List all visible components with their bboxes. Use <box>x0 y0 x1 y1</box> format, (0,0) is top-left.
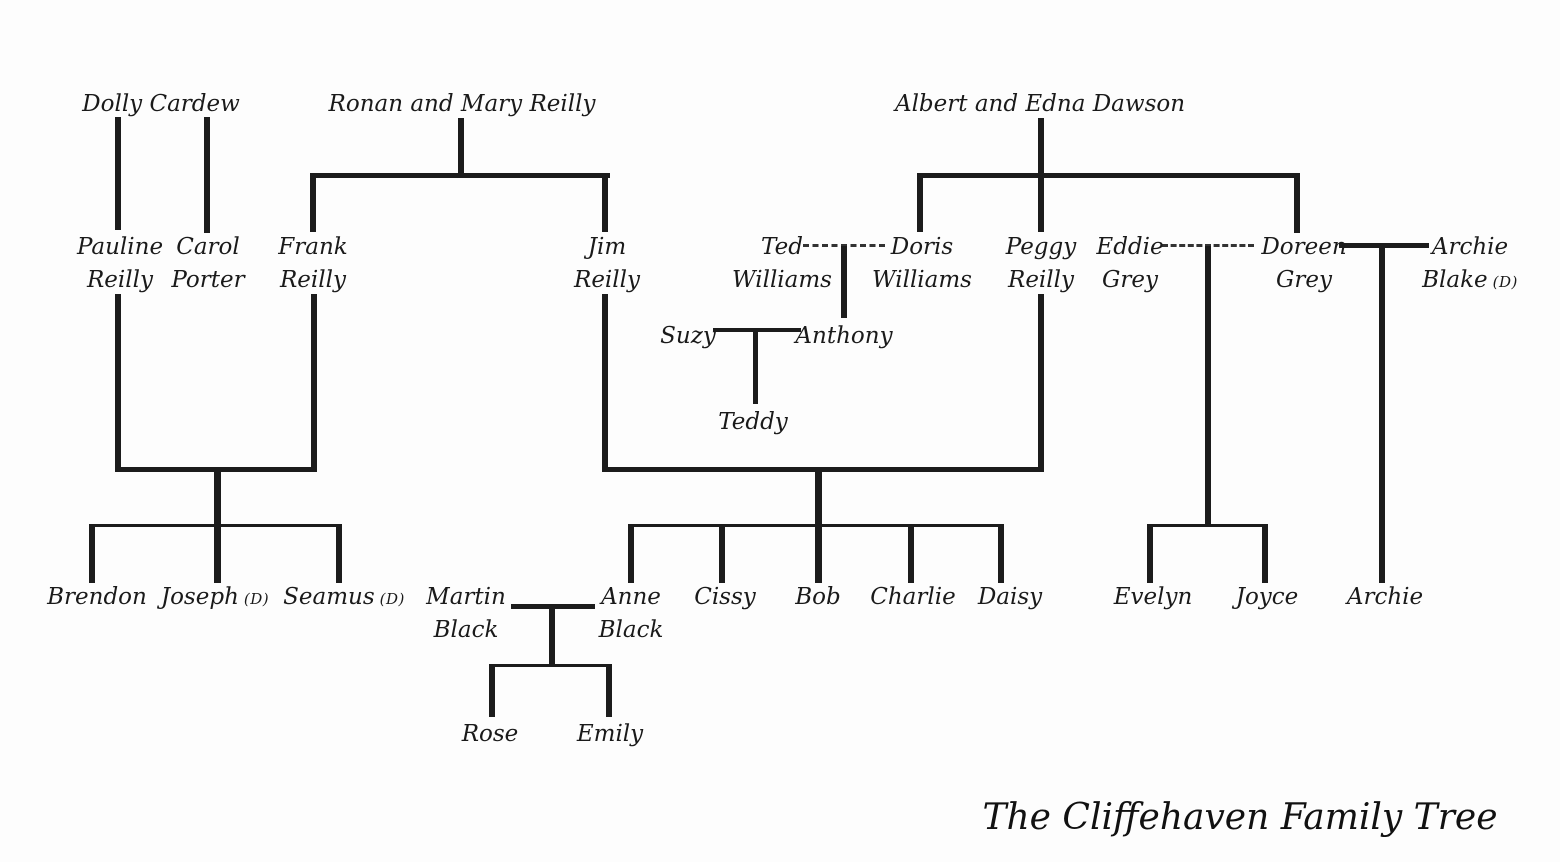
edge-ronanmary-stem <box>458 118 464 178</box>
person-teddy-label: Teddy <box>718 409 788 435</box>
person-anthony-label: Anthony <box>795 323 893 349</box>
person-charlie-label: Charlie <box>870 584 956 610</box>
edge-ronanmary-bar <box>310 173 610 178</box>
person-bob-label: Bob <box>795 584 841 610</box>
edge-bar-to-brendon <box>89 524 95 583</box>
person-doreen-grey-label: Doreen Grey <box>1261 234 1347 293</box>
person-brendon-label: Brendon <box>47 584 147 610</box>
person-anne-black-label: Anne Black <box>598 584 664 643</box>
edge-bar-to-frank <box>310 173 316 232</box>
person-eddie-grey-label: Eddie Grey <box>1096 234 1164 293</box>
deceased-marker: (D) <box>1492 273 1518 291</box>
edge-doreenarchieblake-to-archie <box>1379 243 1385 583</box>
edge-bar-to-joseph <box>214 524 221 583</box>
edge-rose-emily-bar <box>489 664 612 667</box>
person-doris-williams-label: Doris Williams <box>872 234 972 293</box>
edge-paulinefrank-drop <box>214 467 221 527</box>
edge-suzyanthony-to-teddy <box>753 328 758 404</box>
person-dolly-cardew-label: Dolly Cardew <box>82 91 240 117</box>
edge-bar-to-jim <box>602 173 608 232</box>
person-martin-black-label: Martin Black <box>426 584 506 643</box>
edge-bar-to-emily <box>606 664 612 717</box>
deceased-marker: (D) <box>379 590 405 608</box>
person-joyce-label: Joyce <box>1235 584 1299 610</box>
person-rose-label: Rose <box>461 721 519 747</box>
edge-pauline-stem <box>115 294 121 471</box>
person-suzy-label: Suzy <box>660 323 716 349</box>
edge-peggy-stem <box>1038 294 1044 471</box>
person-ted-williams-label: Ted Williams <box>732 234 832 293</box>
person-peggy-reilly-label: Peggy Reilly <box>1005 234 1077 293</box>
edge-dolly-to-pauline <box>115 117 121 230</box>
person-albert-edna-dawson-label: Albert and Edna Dawson <box>894 91 1186 117</box>
edge-bar-to-cissy <box>719 524 725 583</box>
edge-ted-doris-marriage-dashed <box>803 244 885 247</box>
edge-bar-to-charlie <box>908 524 914 583</box>
edge-bar-to-seamus <box>336 524 342 583</box>
edge-jim-stem <box>602 294 608 471</box>
person-pauline-reilly-label: Pauline Reilly <box>76 234 164 293</box>
person-frank-reilly-label: Frank Reilly <box>278 234 348 293</box>
person-archie-blake-label: Archie Blake(D) <box>1422 234 1518 293</box>
edge-bar-to-rose <box>489 664 495 717</box>
person-evelyn-label: Evelyn <box>1113 584 1193 610</box>
edge-frank-stem <box>311 294 317 471</box>
edge-eddie-doreen-marriage-dashed <box>1162 244 1254 247</box>
edge-jimpeggy-drop <box>815 467 822 527</box>
edge-martinanne-drop <box>549 604 555 667</box>
diagram-title: The Cliffehaven Family Tree <box>982 797 1498 838</box>
person-jim-reilly-label: Jim Reilly <box>574 234 640 293</box>
deceased-marker: (D) <box>243 590 270 608</box>
person-daisy-label: Daisy <box>977 584 1043 610</box>
edge-bar-to-joyce <box>1262 524 1268 583</box>
edge-dolly-to-carol <box>204 117 210 233</box>
edge-evelyn-joyce-bar <box>1147 524 1268 527</box>
person-archie-label: Archie <box>1346 584 1424 610</box>
edge-jimpeggy-bar <box>602 467 1044 472</box>
person-cissy-label: Cissy <box>694 584 756 610</box>
edge-teddoris-to-anthony <box>841 246 847 318</box>
edge-albertedna-bar <box>917 173 1300 178</box>
person-ronan-mary-reilly-label: Ronan and Mary Reilly <box>328 91 596 117</box>
edge-eddiedoreen-stem <box>1205 246 1211 524</box>
edge-bar-to-bob <box>815 524 822 583</box>
edge-bar-to-evelyn <box>1147 524 1153 583</box>
edge-bar-to-daisy <box>998 524 1004 583</box>
edge-bar-to-anne <box>628 524 634 583</box>
person-carol-porter-label: Carol Porter <box>171 234 245 293</box>
person-joseph-label: Joseph(D) <box>160 584 270 610</box>
person-seamus-label: Seamus(D) <box>283 584 405 610</box>
edge-bar-to-doreen <box>1294 173 1300 233</box>
person-emily-label: Emily <box>576 721 644 747</box>
edge-bar-to-doris <box>917 173 923 232</box>
